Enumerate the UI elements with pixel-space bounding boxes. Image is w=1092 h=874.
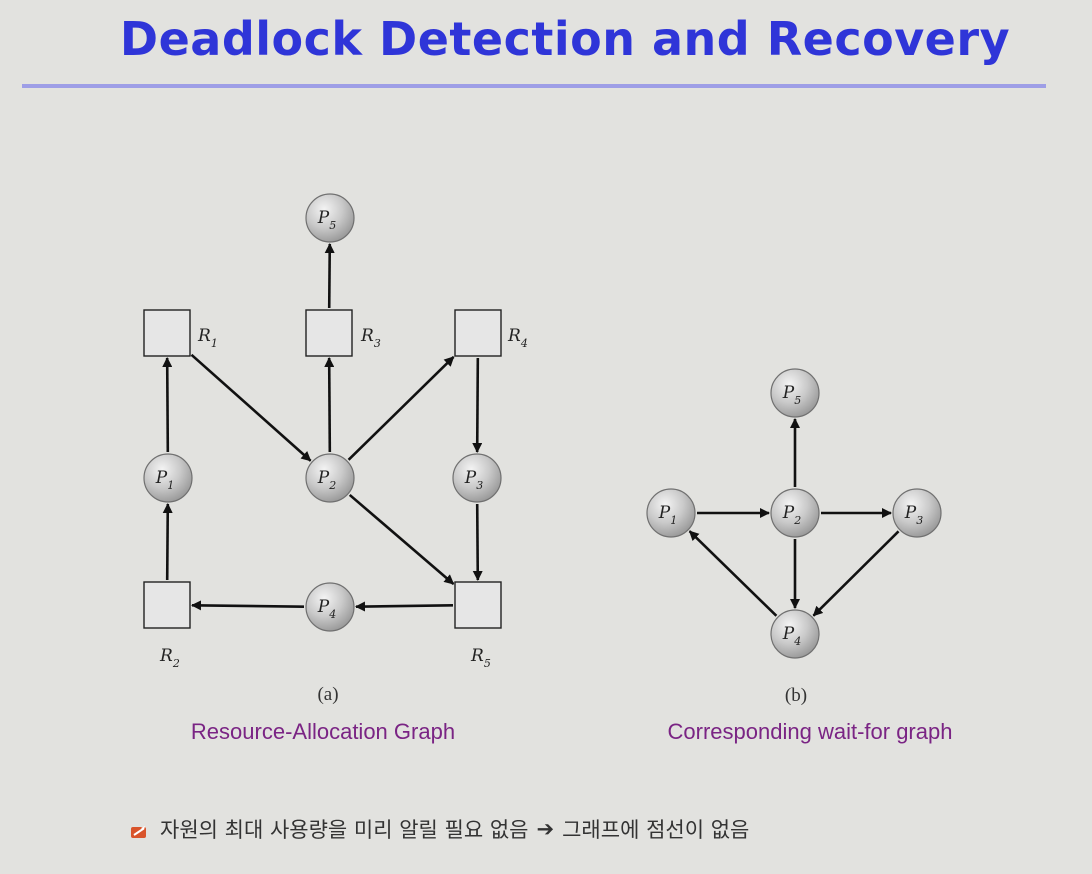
- graph-a-process-node-p3: [452, 453, 502, 503]
- graph-a-caption: Resource-Allocation Graph: [191, 719, 455, 744]
- graph-b-process-label-p3: P3: [904, 503, 923, 527]
- graph-a-edge-r2-to-p1: [162, 502, 173, 581]
- graph-a-resource-label-r1: R1: [197, 326, 218, 350]
- graph-b-letter: (b): [785, 685, 807, 706]
- graph-a-process-label-p2: P2: [317, 468, 336, 492]
- graph-b-edge-p3-to-p4: [812, 530, 900, 617]
- graph-a-process-node-p2: [305, 453, 355, 503]
- graph-b-edge-p4-to-p1: [688, 530, 778, 617]
- graph-a-edge-r5-to-p4: [354, 601, 454, 612]
- graph-b-process-label-p4: P4: [782, 624, 801, 648]
- graph-a-process-label-p3: P3: [464, 468, 483, 492]
- graph-a-resource-node-r4: [454, 309, 502, 357]
- graph-a-resource-label-r4: R4: [507, 326, 528, 350]
- graph-a-edges: [162, 242, 483, 612]
- graph-b-process-label-p5: P5: [782, 383, 801, 407]
- graph-a-resource-node-r1: [143, 309, 191, 357]
- footnote-arrow: ➔: [536, 817, 555, 841]
- title-divider: [22, 84, 1046, 88]
- graph-b-caption: Corresponding wait-for graph: [668, 719, 953, 744]
- graph-a-edge-p4-to-r2: [190, 600, 305, 611]
- graph-a-edge-r1-to-p2: [190, 353, 312, 462]
- graph-a-process-node-p1: [143, 453, 193, 503]
- graph-a-process-node-p4: [305, 582, 355, 632]
- graph-a-edge-p1-to-r1: [162, 356, 173, 453]
- graph-a-resource-label-r3: R3: [360, 326, 381, 350]
- graph-a-resource-node-r5: [454, 581, 502, 629]
- graph-a-process-label-p5: P5: [317, 208, 336, 232]
- graph-b-process-label-p2: P2: [782, 503, 801, 527]
- graph-a-edge-p3-to-r5: [472, 503, 483, 582]
- graph-b-process-node-p3: [892, 488, 942, 538]
- graph-b-process-node-p1: [646, 488, 696, 538]
- footnote-text: 자원의 최대 사용량을 미리 알릴 필요 없음: [160, 818, 529, 842]
- graph-a-edge-p2-to-r3: [324, 356, 335, 453]
- graph-a-resource-label-r2: R2: [159, 646, 180, 670]
- graph-b-process-node-p2: [770, 488, 820, 538]
- graph-a-resource-node-r2: [143, 581, 191, 629]
- slide-title: Deadlock Detection and Recovery: [119, 12, 1011, 66]
- graph-a-edge-p2-to-r4: [347, 356, 455, 461]
- pencil-bullet-icon: [130, 821, 148, 838]
- graph-a-process-node-p5: [305, 193, 355, 243]
- graph-a-edge-r3-to-p5: [324, 242, 335, 309]
- graph-a-resource-node-r3: [305, 309, 353, 357]
- footnote-result: 그래프에 점선이 없음: [562, 818, 750, 842]
- graph-a-process-label-p4: P4: [317, 597, 336, 621]
- graph-a-edge-r4-to-p3: [472, 357, 483, 454]
- graph-b-process-label-p1: P1: [658, 503, 677, 527]
- graph-b-process-node-p4: [770, 609, 820, 659]
- graph-b-edges: [688, 418, 900, 617]
- graph-a-resource-label-r5: R5: [470, 646, 491, 670]
- graph-b-process-node-p5: [770, 368, 820, 418]
- graph-a-edge-p2-to-r5: [348, 493, 455, 585]
- graph-a-letter: (a): [317, 684, 338, 705]
- footnote: 자원의 최대 사용량을 미리 알릴 필요 없음 ➔ 그래프에 점선이 없음: [130, 814, 749, 844]
- graph-a-process-label-p1: P1: [155, 468, 174, 492]
